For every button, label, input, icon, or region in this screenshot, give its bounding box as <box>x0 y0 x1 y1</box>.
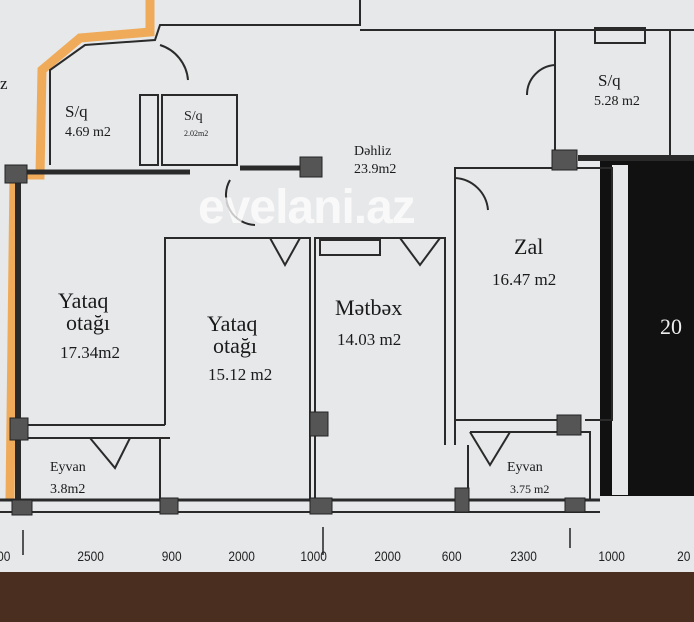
dimension-label: 1000 <box>598 548 625 564</box>
room-area: 4.69 m2 <box>65 125 111 140</box>
room-name: S/q <box>65 102 88 121</box>
dimension-label: 2500 <box>77 548 104 564</box>
edge-text-left: z <box>0 74 8 93</box>
room-name: Dəhliz <box>354 144 392 159</box>
dimension-label: 900 <box>161 548 182 564</box>
watermark: evelani.az <box>198 181 416 234</box>
dimension-label: 2000 <box>228 548 255 564</box>
room-area: 15.12 m2 <box>208 365 273 384</box>
dimension-label: 600 <box>441 548 462 564</box>
room-area: 3.8m2 <box>50 482 86 497</box>
room-area: 23.9m2 <box>354 162 397 177</box>
room-area: 2.02m2 <box>184 129 209 138</box>
room-area: 3.75 m2 <box>510 482 550 496</box>
columns <box>4 149 586 516</box>
room-name: S/q <box>598 71 621 90</box>
dimension-label: 20 <box>677 548 691 564</box>
room-area: 5.28 m2 <box>594 94 640 109</box>
room-name: Zal <box>514 234 544 259</box>
room-name: Eyvan <box>50 460 86 475</box>
room-name: Yataq <box>207 311 258 336</box>
room-name: otağı <box>213 333 257 358</box>
dimension-label: 2000 <box>374 548 401 564</box>
dimension-label: 00 <box>0 548 11 564</box>
room-name: otağı <box>66 310 110 335</box>
walls <box>0 0 694 513</box>
room-area: 14.03 m2 <box>337 330 402 349</box>
room-name: S/q <box>184 109 203 124</box>
room-area: 16.47 m2 <box>492 270 557 289</box>
room-name: Eyvan <box>507 460 543 475</box>
table-surface <box>0 572 694 622</box>
dimension-label: 1000 <box>300 548 327 564</box>
dimension-label: 2300 <box>510 548 537 564</box>
room-name: Yataq <box>58 288 109 313</box>
room-area: 17.34m2 <box>60 343 120 362</box>
edge-text-right: 20 <box>660 314 682 339</box>
room-name: Mətbəx <box>335 295 403 320</box>
